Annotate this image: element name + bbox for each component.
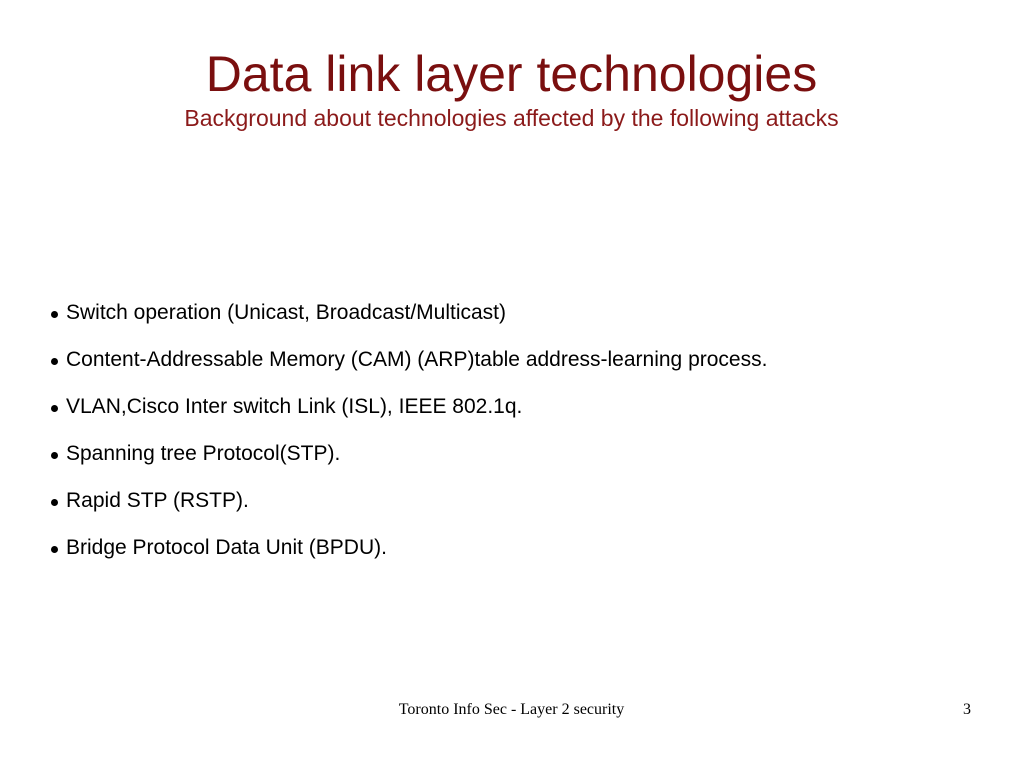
slide-title: Data link layer technologies	[205, 46, 818, 102]
bullet-dot-icon	[51, 546, 58, 553]
bullet-text: Rapid STP (RSTP).	[66, 489, 249, 512]
bullet-item: VLAN,Cisco Inter switch Link (ISL), IEEE…	[51, 390, 767, 423]
bullet-dot-icon	[51, 405, 58, 412]
bullet-item: Content-Addressable Memory (CAM) (ARP)ta…	[51, 343, 767, 376]
bullet-text: Content-Addressable Memory (CAM) (ARP)ta…	[66, 348, 768, 371]
bullet-text: VLAN,Cisco Inter switch Link (ISL), IEEE…	[66, 395, 523, 418]
bullet-item: Rapid STP (RSTP).	[51, 484, 767, 517]
bullet-text: Switch operation (Unicast, Broadcast/Mul…	[66, 301, 507, 324]
bullet-dot-icon	[51, 499, 58, 506]
bullet-item: Spanning tree Protocol(STP).	[51, 437, 767, 470]
bullet-dot-icon	[51, 311, 58, 318]
bullet-list: Switch operation (Unicast, Broadcast/Mul…	[51, 296, 767, 578]
bullet-item: Switch operation (Unicast, Broadcast/Mul…	[51, 296, 767, 329]
slide-footer: Toronto Info Sec - Layer 2 security	[398, 701, 625, 718]
slide-subtitle: Background about technologies affected b…	[184, 105, 839, 131]
page-number: 3	[963, 701, 971, 718]
bullet-text: Bridge Protocol Data Unit (BPDU).	[66, 536, 387, 559]
bullet-item: Bridge Protocol Data Unit (BPDU).	[51, 531, 767, 564]
bullet-text: Spanning tree Protocol(STP).	[66, 442, 341, 465]
bullet-dot-icon	[51, 452, 58, 459]
bullet-dot-icon	[51, 358, 58, 365]
